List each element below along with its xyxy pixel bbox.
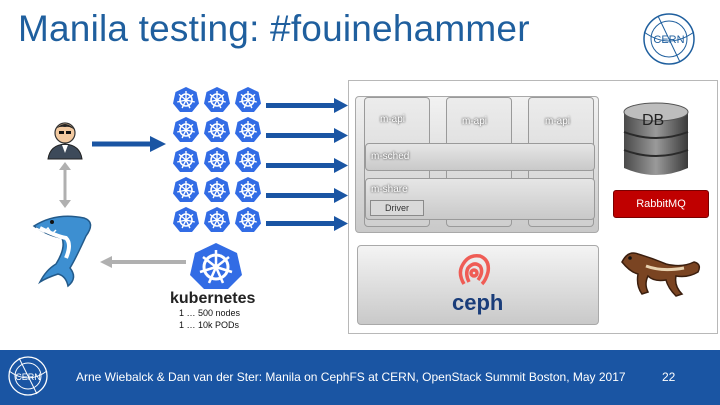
cern-logo: CERN: [643, 13, 695, 65]
kubernetes-nodes-label: 1 … 500 nodes: [179, 308, 241, 318]
driver-box: Driver: [370, 200, 424, 216]
m-share-label: m-share: [371, 184, 408, 195]
kubernetes-pods-icon-grid: [173, 87, 261, 232]
database-label: DB: [642, 112, 665, 129]
request-arrows: [266, 98, 348, 231]
kubernetes-pod-icon: [235, 87, 261, 112]
svg-text:CERN: CERN: [653, 34, 684, 46]
kubernetes-pod-icon: [235, 117, 261, 142]
page-number: 22: [662, 370, 676, 384]
kubernetes-pod-icon: [173, 117, 199, 142]
ferret-icon: [621, 252, 701, 297]
user-icon: [47, 122, 83, 160]
m-api-label-2: m-api: [462, 116, 488, 127]
kubernetes-pod-icon: [235, 207, 261, 232]
shark-icon: [32, 215, 92, 288]
footer-citation: Arne Wiebalck & Dan van der Ster: Manila…: [76, 370, 626, 384]
kubernetes-pod-icon: [235, 177, 261, 202]
kubernetes-wheel-icon: [190, 243, 242, 289]
kubernetes-pod-icon: [204, 207, 230, 232]
kubernetes-pod-icon: [204, 147, 230, 172]
svg-text:CERN: CERN: [15, 372, 41, 382]
footer-cern-logo: CERN: [8, 356, 48, 396]
ceph-label: ceph: [452, 290, 504, 315]
kubernetes-pod-icon: [204, 177, 230, 202]
kubernetes-pod-icon: [235, 147, 261, 172]
kubernetes-pod-icon: [173, 147, 199, 172]
slide-title: Manila testing: #fouinehammer: [18, 8, 530, 49]
footer-bar: [0, 350, 720, 405]
kubernetes-pod-icon: [204, 87, 230, 112]
kubernetes-pod-icon: [173, 207, 199, 232]
m-api-label-1: m-api: [380, 114, 406, 125]
kubernetes-pod-icon: [204, 117, 230, 142]
m-api-label-3: m-api: [545, 116, 571, 127]
database-icon: [623, 102, 689, 175]
kubernetes-pod-icon: [173, 177, 199, 202]
rabbitmq-box: RabbitMQ: [613, 190, 709, 218]
return-arrow: [100, 256, 186, 268]
m-sched-box: [365, 143, 595, 171]
m-sched-label: m-sched: [371, 151, 410, 162]
user-arrow: [92, 136, 166, 152]
ceph-icon: [458, 253, 491, 286]
kubernetes-label: kubernetes: [170, 290, 256, 307]
kubernetes-pods-label: 1 … 10k PODs: [179, 320, 240, 330]
double-arrow-icon: [59, 162, 71, 208]
kubernetes-pod-icon: [173, 87, 199, 112]
ceph-box: [357, 245, 599, 325]
